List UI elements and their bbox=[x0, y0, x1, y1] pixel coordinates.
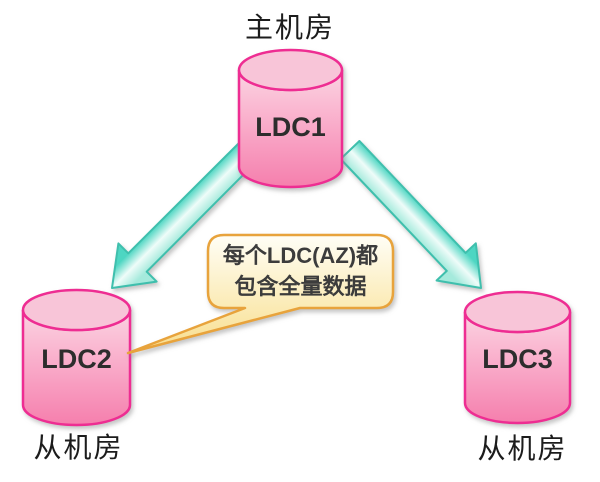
cylinder-ldc1-top bbox=[237, 48, 344, 92]
callout-text-line1: 每个LDC(AZ)都 bbox=[222, 243, 379, 268]
label-room-secondary-left: 从机房 bbox=[33, 433, 124, 464]
cylinder-ldc1 bbox=[237, 48, 344, 189]
arrow-ldc1-to-ldc2 bbox=[111, 138, 262, 289]
label-ldc2: LDC2 bbox=[41, 344, 112, 374]
label-room-secondary-right: 从机房 bbox=[477, 434, 568, 465]
callout-bubble bbox=[126, 233, 395, 355]
label-room-primary: 主机房 bbox=[244, 13, 335, 44]
label-ldc1: LDC1 bbox=[255, 112, 326, 142]
cylinder-ldc3 bbox=[463, 290, 572, 425]
cylinder-ldc2 bbox=[21, 288, 132, 427]
arrow-ldc1-to-ldc3 bbox=[339, 140, 482, 289]
cylinder-ldc3-top bbox=[463, 290, 572, 334]
cylinder-ldc2-top bbox=[21, 288, 132, 332]
label-ldc3: LDC3 bbox=[482, 344, 553, 374]
callout-text: 每个LDC(AZ)都 包含全量数据 bbox=[208, 240, 393, 302]
callout-text-line2: 包含全量数据 bbox=[234, 274, 367, 299]
